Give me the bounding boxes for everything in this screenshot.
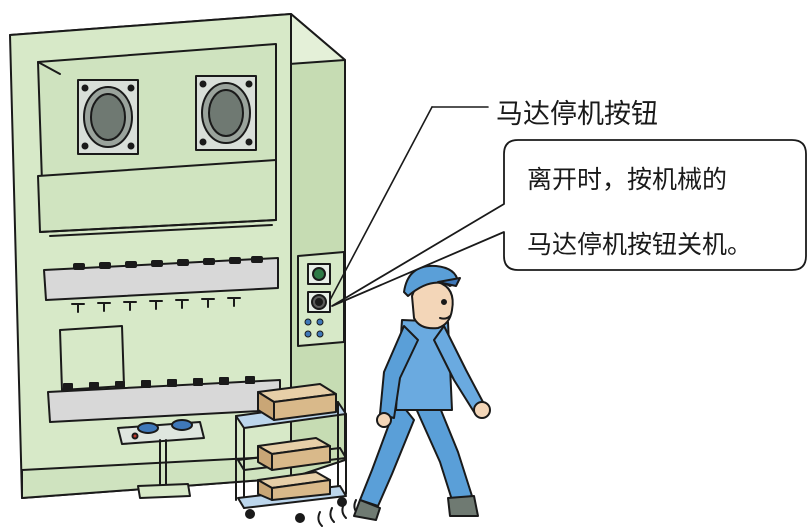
fan-right [195,75,257,151]
fan-left [77,79,139,155]
motor-stop-button-label: 马达停机按钮 [496,99,658,130]
two-hand-control-stand [117,419,205,499]
box-bottom [257,471,331,501]
upper-die [43,224,279,313]
start-button[interactable] [307,263,331,285]
worker [353,264,491,521]
bubble-text-line-1: 离开时，按机械的 [527,165,728,194]
speech-bubble [331,139,807,307]
leader-line [329,106,489,301]
motor-stop-button[interactable] [307,291,331,313]
press-machine [9,13,346,499]
motion-lines [317,499,359,527]
control-panel [297,251,345,347]
bubble-text-line-2: 马达停机按钮关机。 [527,230,753,259]
box-top [257,383,337,421]
box-middle [257,437,331,471]
